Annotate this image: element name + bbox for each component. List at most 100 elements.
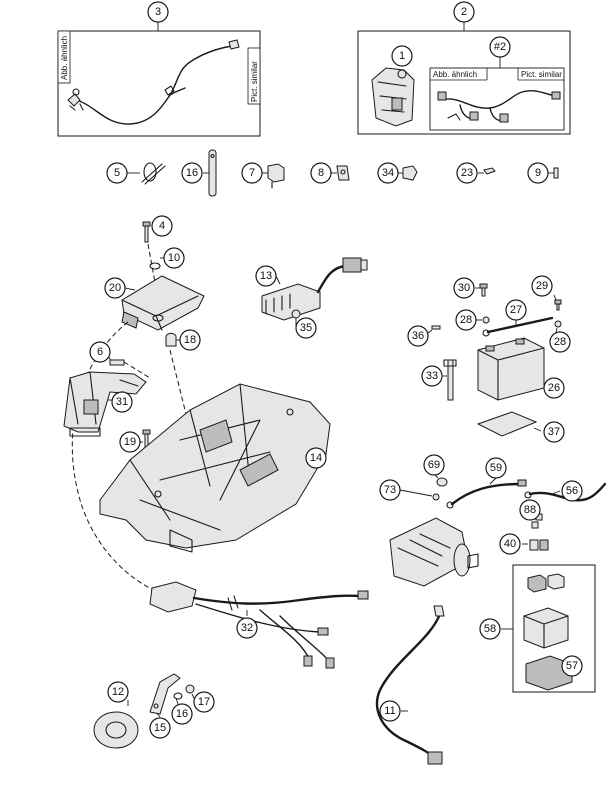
svg-text:36: 36 — [412, 330, 424, 342]
callout-8: 8 — [310, 162, 332, 184]
part-27-cable — [482, 316, 554, 337]
starter-motor — [389, 517, 479, 587]
svg-text:35: 35 — [300, 322, 312, 334]
box-item-2: Abb. ähnlich Pict. similar — [357, 22, 571, 135]
svg-text:19: 19 — [124, 436, 136, 448]
box2-label-en: Pict. similar — [521, 70, 562, 79]
callout-15: 15 — [149, 717, 171, 739]
svg-text:20: 20 — [109, 282, 121, 294]
part-73-nut — [399, 489, 440, 501]
part-31-bracket — [63, 371, 147, 437]
callout-5: 5 — [106, 162, 128, 184]
callout-32: 32 — [236, 617, 258, 639]
callout-19: 19 — [119, 431, 141, 453]
callout-31: 31 — [111, 391, 133, 413]
svg-text:33: 33 — [426, 370, 438, 382]
svg-text:28: 28 — [554, 336, 566, 348]
svg-text:15: 15 — [154, 722, 166, 734]
part-13-regulator — [261, 257, 368, 321]
part-37-pad — [476, 411, 542, 437]
part-9-screw — [548, 167, 559, 179]
callout-6: 6 — [89, 341, 111, 363]
callout-2-sub: #2 — [489, 36, 511, 58]
part-8-clip — [331, 165, 350, 181]
svg-text:28: 28 — [460, 314, 472, 326]
part-34-holder — [398, 165, 418, 181]
svg-text:6: 6 — [97, 346, 103, 358]
svg-text:34: 34 — [382, 167, 394, 179]
svg-text:4: 4 — [159, 220, 165, 232]
callout-23: 23 — [456, 162, 478, 184]
callout-33: 33 — [421, 365, 443, 387]
svg-text:#2: #2 — [494, 41, 506, 53]
svg-text:26: 26 — [548, 382, 560, 394]
callout-1: 1 — [391, 45, 413, 67]
callout-2: 2 — [453, 1, 475, 23]
part-23-connector — [478, 167, 496, 175]
part-35-nut — [291, 309, 301, 326]
svg-text:16: 16 — [176, 708, 188, 720]
callout-16-a: 16 — [181, 162, 203, 184]
part-12-horn — [93, 700, 139, 749]
svg-text:56: 56 — [566, 485, 578, 497]
svg-text:5: 5 — [114, 167, 120, 179]
box3-label-en: Pict. similar — [250, 61, 259, 102]
part-30-screw — [475, 283, 488, 297]
callout-28-b: 28 — [549, 331, 571, 353]
svg-text:69: 69 — [428, 459, 440, 471]
svg-text:7: 7 — [249, 167, 255, 179]
box3-label-de: Abb. ähnlich — [60, 36, 69, 80]
part-28-nut-a — [476, 316, 490, 324]
callout-30: 30 — [453, 277, 475, 299]
svg-text:88: 88 — [524, 504, 536, 516]
part-7-relay — [262, 163, 285, 189]
svg-text:3: 3 — [155, 6, 161, 18]
callout-17: 17 — [193, 691, 215, 713]
box-item-3: Abb. ähnlich Pict. similar — [57, 22, 261, 137]
callout-14: 14 — [305, 447, 327, 469]
svg-text:58: 58 — [484, 623, 496, 635]
callout-40: 40 — [499, 533, 521, 555]
callout-29: 29 — [531, 275, 553, 297]
callout-16-b: 16 — [171, 703, 193, 725]
callout-3: 3 — [147, 1, 169, 23]
svg-text:11: 11 — [384, 705, 395, 717]
part-33-strap — [443, 359, 457, 401]
part-11-cable — [375, 605, 445, 765]
box2-label-de: Abb. ähnlich — [433, 70, 477, 79]
svg-text:1: 1 — [399, 50, 405, 62]
svg-text:27: 27 — [510, 304, 522, 316]
callout-11: 11 — [379, 700, 401, 722]
callout-12: 12 — [107, 681, 129, 703]
svg-text:12: 12 — [112, 686, 124, 698]
callout-7: 7 — [241, 162, 263, 184]
part-6-screw — [107, 355, 125, 366]
svg-text:8: 8 — [318, 167, 324, 179]
callout-37: 37 — [543, 421, 565, 443]
callout-36: 36 — [407, 325, 429, 347]
svg-text:17: 17 — [198, 696, 210, 708]
callout-34: 34 — [377, 162, 399, 184]
svg-text:40: 40 — [504, 538, 516, 550]
part-28-nut-b — [554, 320, 562, 334]
svg-text:57: 57 — [566, 660, 578, 672]
svg-text:32: 32 — [241, 622, 253, 634]
svg-text:59: 59 — [490, 462, 502, 474]
part-15-horn-bracket — [149, 673, 181, 718]
part-69-cap — [434, 474, 448, 487]
svg-text:10: 10 — [168, 252, 180, 264]
callout-35: 35 — [295, 317, 317, 339]
svg-text:9: 9 — [535, 167, 541, 179]
svg-text:30: 30 — [458, 282, 470, 294]
part-32-main-harness — [149, 581, 369, 669]
part-40-fuse — [522, 539, 549, 551]
callout-73: 73 — [379, 479, 401, 501]
callout-69: 69 — [423, 454, 445, 476]
part-18-grommet — [165, 332, 180, 347]
callout-18: 18 — [179, 329, 201, 351]
callout-56: 56 — [561, 480, 583, 502]
svg-text:16: 16 — [186, 167, 198, 179]
callout-88: 88 — [519, 499, 541, 521]
callout-58: 58 — [479, 618, 501, 640]
